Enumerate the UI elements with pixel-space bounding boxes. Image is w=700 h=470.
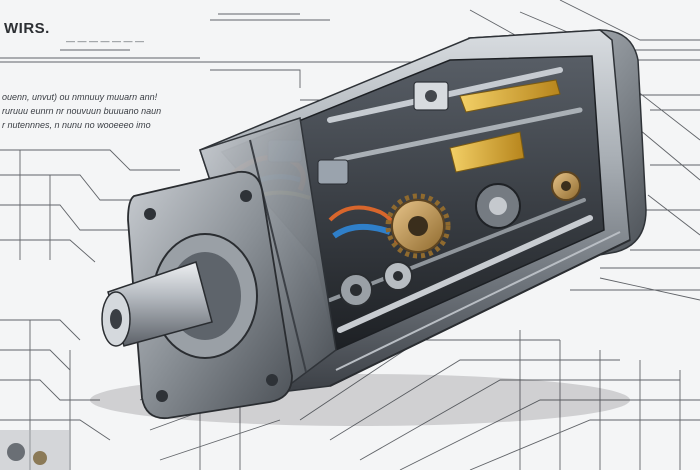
blueprint-bottom-detail — [0, 430, 70, 470]
blueprint-note-2: ruruuu eunrn nr nouvuun buuuano naun — [2, 106, 162, 116]
gold-armature-bar — [459, 79, 561, 113]
blueprint-subheading: — — — — — — — — [66, 36, 145, 46]
small-gears — [339, 171, 581, 307]
blueprint-note-1: ouenn, unvut) ou nmnuuy muuarn ann! — [2, 92, 158, 102]
brass-gear — [385, 193, 451, 259]
blueprint-heading: WIRS. — [4, 20, 50, 37]
gold-brush-block — [449, 131, 525, 173]
blueprint-note-3: r nutennnes, n nunu no wooeeeo imo — [2, 120, 151, 130]
electric-motor — [101, 29, 647, 420]
